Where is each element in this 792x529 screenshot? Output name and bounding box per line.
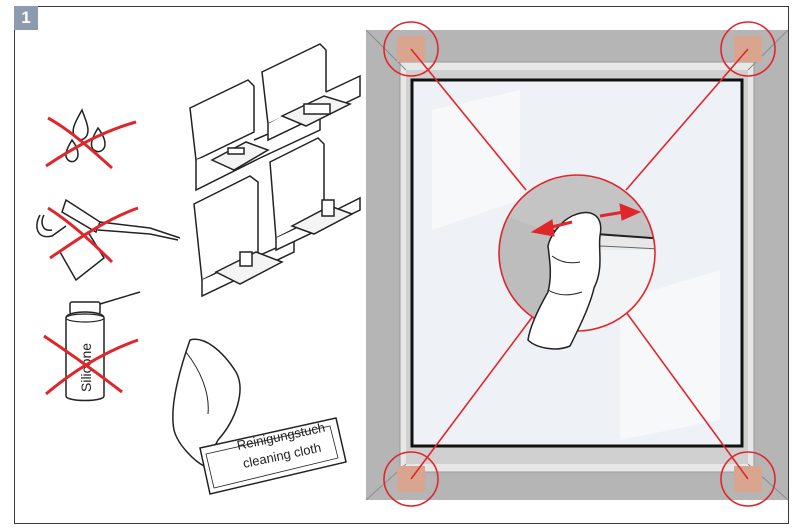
leader-lines — [410, 48, 749, 480]
corner-bracket-icon — [189, 43, 361, 298]
silicone-label: Silicone — [78, 343, 94, 392]
wipe-direction-arrows — [530, 203, 642, 237]
cleaning-cloth-icon: Reinigungstuch cleaning cloth — [172, 338, 347, 495]
step-number-badge: 1 — [14, 6, 38, 30]
wiping-hand-cloth-icon — [527, 211, 602, 350]
no-oil-can-icon — [36, 198, 181, 282]
no-liquids-icon — [45, 108, 137, 170]
corner-highlight-circles — [383, 21, 776, 507]
no-silicone-spray-icon: Silicone — [43, 291, 141, 402]
